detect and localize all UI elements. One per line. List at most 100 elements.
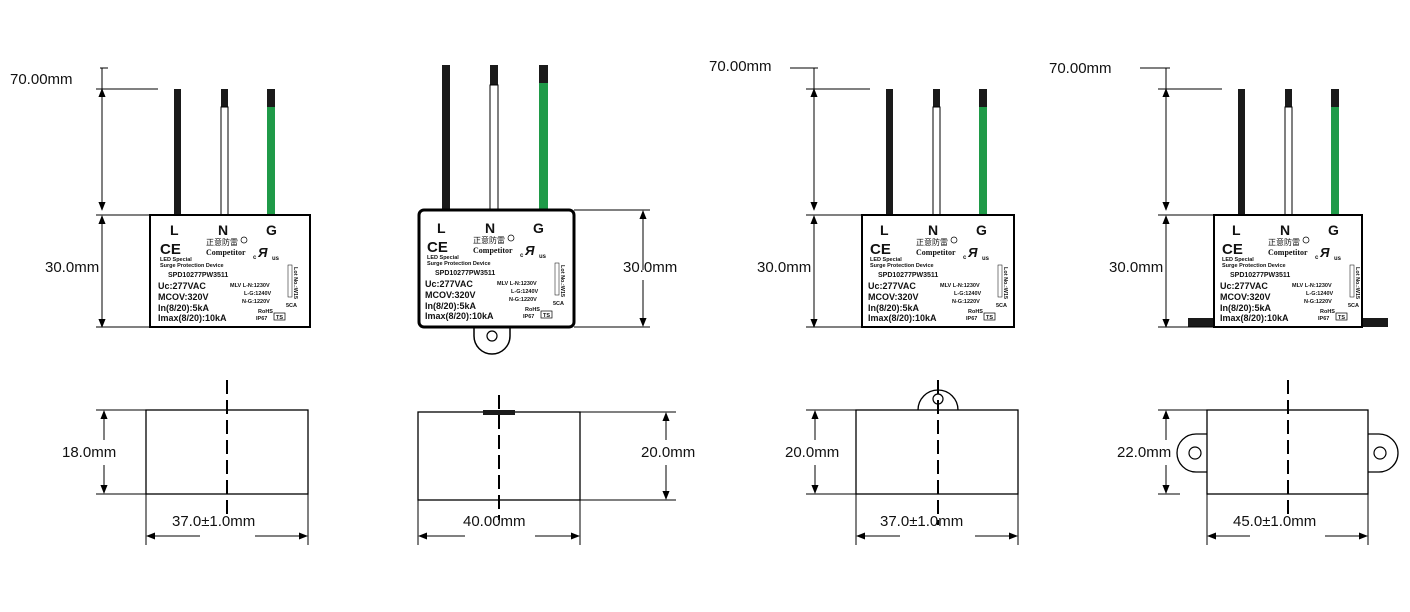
lot-number: Lot No.:W15 [292, 267, 298, 299]
mlv-lg: L-G:1240V [511, 289, 539, 295]
rohs-mark: RoHS [968, 309, 983, 315]
width-dim: 45.0±1.0mm [1233, 513, 1316, 530]
terminal-l-label: L [880, 222, 889, 238]
mlv-ng: N-G:1220V [242, 299, 270, 305]
chinese-brand: 正意防雷 [206, 237, 238, 247]
label-line2: Surge Protection Device [1222, 263, 1286, 269]
variant-2-front: L N G CE 正意防雷 Competitor c Я us LED Spec… [417, 65, 677, 355]
imax-rating: Imax(8/20):10kA [158, 313, 227, 323]
mcov-rating: MCOV:320V [425, 290, 476, 300]
imax-rating: Imax(8/20):10kA [1220, 313, 1289, 323]
rating-code: 5CA [1348, 303, 1359, 309]
in-rating: In(8/20):5kA [158, 303, 210, 313]
device-label: L N G CE 正意防雷 Competitor c Я us LED Spec… [1220, 222, 1360, 323]
terminal-l-label: L [437, 220, 446, 236]
brand-name: Competitor [1268, 248, 1308, 257]
imax-rating: Imax(8/20):10kA [868, 313, 937, 323]
thickness-dim: 20.0mm [785, 444, 839, 461]
height-dim: 30.0mm [757, 259, 811, 276]
ul-c: c [963, 255, 967, 261]
lead-length-dim: 70.00mm [709, 58, 772, 75]
device-label: L N G CE 正意防雷 Competitor c Я us LED Spec… [158, 222, 298, 323]
lead-length-dim: 70.00mm [1049, 60, 1112, 77]
width-dim: 40.00mm [463, 513, 526, 530]
ul-us: us [1334, 256, 1342, 262]
rating-code: 5CA [286, 303, 297, 309]
model-number: SPD10277PW3511 [435, 270, 495, 277]
mcov-rating: MCOV:320V [868, 292, 919, 302]
terminal-n-label: N [1280, 222, 1290, 238]
device-body [417, 208, 576, 329]
rohs-mark: RoHS [258, 309, 273, 315]
label-line2: Surge Protection Device [870, 263, 934, 269]
device-body [861, 214, 1015, 328]
in-rating: In(8/20):5kA [425, 301, 477, 311]
ce-mark-icon: CE [870, 241, 891, 258]
ip-rating: IP67 [256, 316, 267, 322]
model-number: SPD10277PW3511 [878, 272, 938, 279]
terminal-g-label: G [533, 220, 544, 236]
terminal-g-label: G [976, 222, 987, 238]
ul-us: us [539, 254, 547, 260]
lot-number: Lot No.:W15 [1002, 267, 1008, 299]
ts-mark: TS [543, 313, 550, 319]
label-line2: Surge Protection Device [427, 261, 491, 267]
label-line1: LED Special [427, 255, 459, 261]
rating-code: 5CA [553, 301, 564, 307]
ul-mark-icon: Я [257, 245, 268, 260]
in-rating: In(8/20):5kA [868, 303, 920, 313]
height-dim: 30.0mm [45, 259, 99, 276]
terminal-g-label: G [266, 222, 277, 238]
uc-rating: Uc:277VAC [158, 281, 206, 291]
device-label: L N G CE 正意防雷 Competitor c Я us LED Spec… [425, 220, 565, 321]
terminal-n-label: N [928, 222, 938, 238]
model-number: SPD10277PW3511 [168, 272, 228, 279]
ul-c: c [1315, 255, 1319, 261]
variant-1-side: 18.0mm 37.0±1.0mm [62, 380, 309, 545]
lead-length-dim: 70.00mm [10, 71, 73, 88]
ce-mark-icon: CE [427, 239, 448, 256]
uc-rating: Uc:277VAC [1220, 281, 1268, 291]
height-dim: 30.0mm [623, 259, 677, 276]
mlv-ng: N-G:1220V [1304, 299, 1332, 305]
terminal-n-label: N [218, 222, 228, 238]
width-dim: 37.0±1.0mm [880, 513, 963, 530]
ul-us: us [272, 256, 280, 262]
mlv-ng: N-G:1220V [952, 299, 980, 305]
ip-rating: IP67 [1318, 316, 1329, 322]
variant-4-front: L N G CE 正意防雷 Competitor c Я us LED Spec… [1049, 60, 1388, 328]
device-body [149, 214, 311, 328]
ul-mark-icon: Я [1319, 245, 1330, 260]
device-body [1213, 214, 1363, 328]
ul-mark-icon: Я [524, 243, 535, 258]
brand-name: Competitor [473, 246, 513, 255]
mcov-rating: MCOV:320V [158, 292, 209, 302]
ts-mark: TS [276, 315, 283, 321]
mlv-ln: MLV L-N:1230V [230, 283, 270, 289]
mlv-ln: MLV L-N:1230V [1292, 283, 1332, 289]
ce-mark-icon: CE [1222, 241, 1243, 258]
ip-rating: IP67 [523, 314, 534, 320]
ip-rating: IP67 [966, 316, 977, 322]
terminal-l-label: L [1232, 222, 1241, 238]
ce-mark-icon: CE [160, 241, 181, 258]
imax-rating: Imax(8/20):10kA [425, 311, 494, 321]
chinese-brand: 正意防雷 [916, 237, 948, 247]
variant-3-front: L N G CE 正意防雷 Competitor c Я us LED Spec… [709, 58, 1015, 328]
variant-2-side: 20.0mm 40.00mm [417, 395, 695, 545]
ul-c: c [520, 253, 524, 259]
mlv-ng: N-G:1220V [509, 297, 537, 303]
terminal-n-label: N [485, 220, 495, 236]
height-dim: 30.0mm [1109, 259, 1163, 276]
ts-mark: TS [1338, 315, 1345, 321]
thickness-dim: 18.0mm [62, 444, 116, 461]
brand-name: Competitor [916, 248, 956, 257]
model-number: SPD10277PW3511 [1230, 272, 1290, 279]
label-line1: LED Special [1222, 257, 1254, 263]
lot-number: Lot No.:W15 [1354, 267, 1360, 299]
uc-rating: Uc:277VAC [425, 279, 473, 289]
label-line2: Surge Protection Device [160, 263, 224, 269]
label-line1: LED Special [870, 257, 902, 263]
